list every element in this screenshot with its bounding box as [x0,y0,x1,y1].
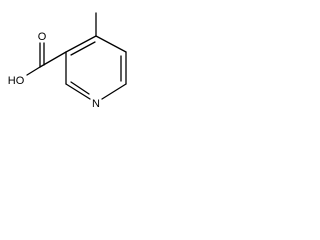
pyridine-ring [65,35,127,100]
ring-bond [65,35,97,53]
ring-nitrogen-label: N [92,98,100,110]
hydroxyl-bond [26,66,41,76]
ring-bond [65,83,91,100]
carboxyl-group [26,42,67,76]
chemical-structure: O HO N [8,12,127,110]
ring-bond [101,83,127,100]
hydroxyl-label: HO [8,75,25,87]
ring-double-bond-inner [70,41,96,56]
ring-bond [95,35,127,53]
ring-double-bond-inner [70,81,90,95]
carbonyl-oxygen-label: O [38,31,47,43]
